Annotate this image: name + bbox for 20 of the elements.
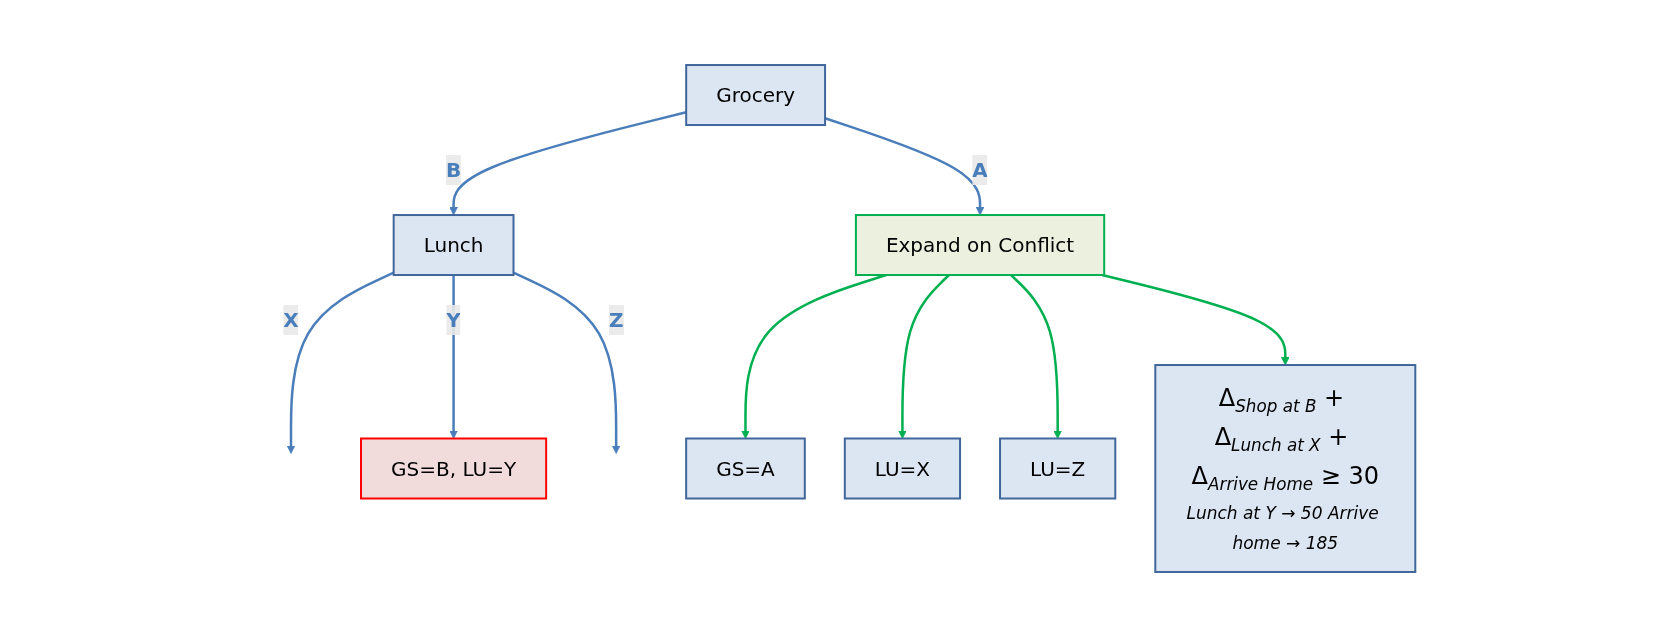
arrow [824, 117, 985, 216]
node-box: Grocery [685, 64, 826, 126]
arrow [512, 271, 621, 454]
node-box: GS=A [685, 437, 806, 500]
edge-label: Z [608, 308, 624, 333]
node-box: LU=X [843, 437, 961, 500]
node-box: Expand on Conflict [854, 214, 1106, 276]
edge-label: X [283, 308, 299, 333]
edge-label: Y [446, 308, 461, 333]
arrow [286, 271, 395, 454]
arrow [449, 111, 687, 216]
edge-label: A [972, 158, 988, 183]
arrow [1101, 273, 1290, 366]
node-box: LU=Z [998, 437, 1117, 500]
arrow [897, 274, 950, 439]
edge-label: B [445, 158, 462, 183]
arrow [1010, 274, 1062, 439]
node-box: GS=B, LU=Y [359, 437, 547, 500]
node-box: Δ$_{Shop at B}$ + Δ$_{Lunch at X}$ + Δ$_{Arrive Home}$ ≥ 30 Lunch at Y → 50 Arrive home → 185 [1154, 364, 1417, 573]
node-box: Lunch [392, 214, 515, 276]
